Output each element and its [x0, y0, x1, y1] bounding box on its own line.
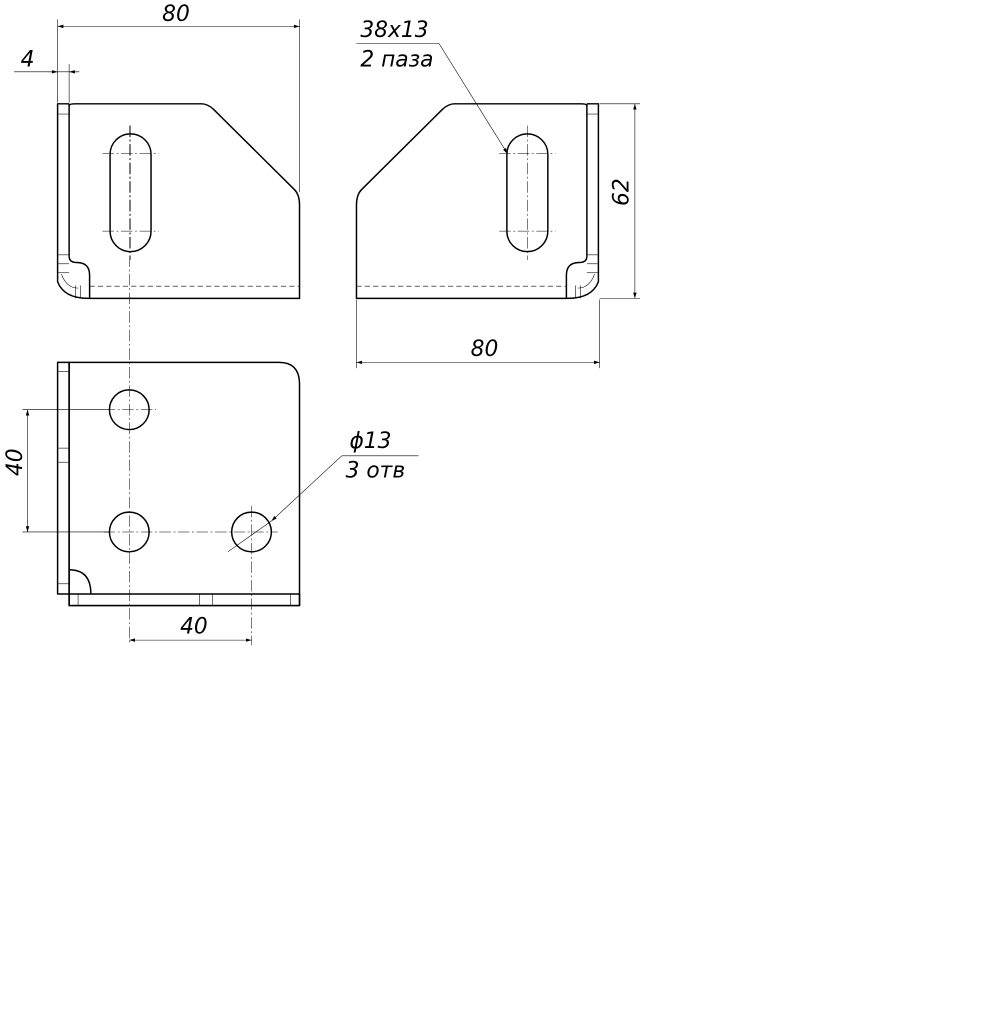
hole-note-count: 3 отв	[346, 459, 406, 484]
right-bend-inner	[577, 273, 595, 289]
dim-40h-text: 40	[180, 615, 208, 640]
bottom-corner-radius	[69, 568, 92, 595]
hole-leader	[271, 455, 342, 522]
technical-drawing: 80 4 38x13 2 паза 62	[3, 2, 640, 646]
dim-80-side-text: 80	[471, 337, 499, 362]
dim-4-text: 4	[21, 48, 35, 73]
front-view-left: 80 4	[14, 2, 301, 300]
hole-note-size: ϕ13	[349, 429, 391, 454]
hole-leader-tail	[227, 520, 272, 553]
left-bend-radius	[68, 256, 91, 299]
front-view-right: 38x13 2 паза 62 80	[355, 18, 640, 369]
bottom-flange-front	[68, 593, 301, 607]
slot-note-count: 2 паза	[360, 48, 433, 73]
top-view-bottom: 40 ϕ13 3 отв 40	[3, 125, 419, 646]
slot-leader	[438, 43, 508, 154]
bottom-flange-left	[56, 361, 70, 595]
bottom-plate-outline	[68, 361, 301, 607]
right-bend-radius	[565, 256, 588, 299]
dim-62-text: 62	[609, 178, 634, 206]
left-bracket-outline	[56, 103, 301, 300]
left-bend-inner	[61, 273, 79, 289]
slot-note-size: 38x13	[360, 18, 428, 43]
dim-40v-text: 40	[3, 448, 28, 476]
right-bracket-outline	[355, 103, 600, 300]
dim-80-top-text: 80	[162, 2, 190, 27]
